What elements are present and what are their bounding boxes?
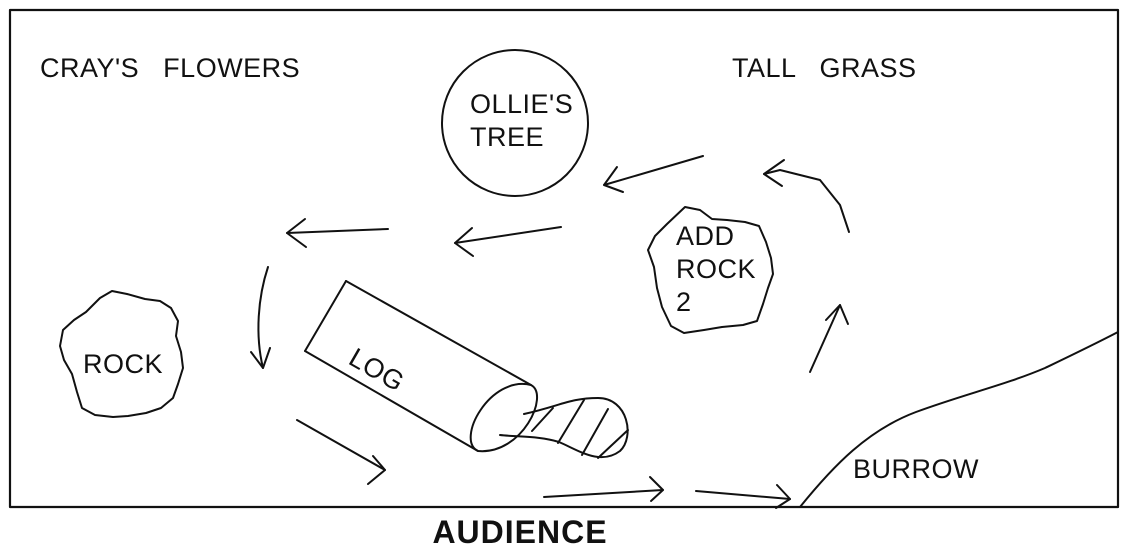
cray-flowers-label: CRAY'S FLOWERS (40, 53, 301, 83)
burrow-curve (799, 331, 1119, 508)
add-rock-line-3: 2 (676, 286, 692, 317)
arrow-3 (809, 304, 849, 373)
arrow-8 (250, 266, 271, 369)
ollie-tree-label: OLLIE'S TREE (470, 88, 573, 154)
add-rock-shape (647, 206, 774, 334)
ollie-tree-line-2: TREE (470, 121, 545, 152)
add-rock-line-1: ADD (676, 221, 735, 251)
arrow-2 (695, 484, 791, 509)
arrow-6 (454, 226, 562, 257)
path-arrows (250, 155, 850, 509)
add-rock-label: ADD ROCK 2 (676, 220, 756, 319)
burrow-label: BURROW (853, 454, 979, 484)
arrow-5 (603, 155, 704, 193)
log-shape (304, 280, 538, 453)
add-rock-line-2: ROCK (676, 253, 757, 284)
arrow-7 (286, 218, 389, 248)
stage-border (8, 8, 1120, 509)
rock-label: ROCK (83, 349, 164, 379)
rock-shape (59, 290, 184, 418)
arrow-9 (296, 419, 386, 485)
arrow-4 (763, 159, 850, 233)
ollie-tree-circle (441, 49, 589, 197)
tail-shape (499, 397, 629, 459)
tall-grass-label: TALL GRASS (732, 53, 917, 83)
ollie-tree-line-1: OLLIE'S (470, 89, 574, 119)
audience-label: AUDIENCE (432, 514, 608, 550)
arrow-1 (543, 476, 664, 502)
